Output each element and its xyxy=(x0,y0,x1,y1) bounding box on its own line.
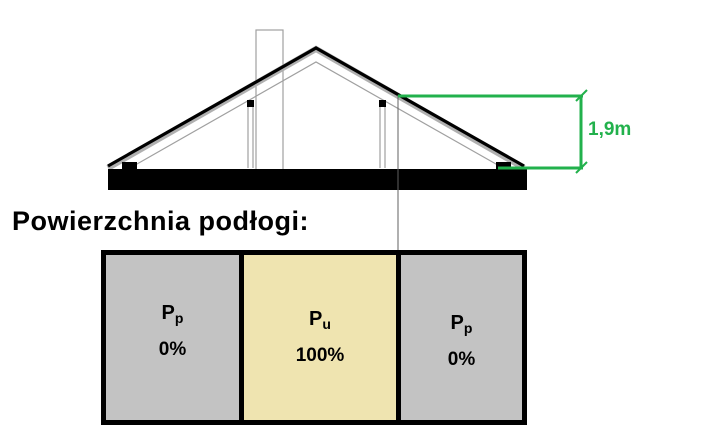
floor-section-right: Pp 0% xyxy=(401,255,522,420)
section-symbol: Pp xyxy=(161,302,184,326)
left-purlin xyxy=(247,100,254,107)
right-eave-block xyxy=(496,162,511,170)
section-symbol: Pp xyxy=(450,312,473,336)
chimney xyxy=(255,29,284,171)
section-percent: 100% xyxy=(295,345,345,366)
floor-area-diagram: Pp 0% Pu 100% Pp 0% xyxy=(101,250,527,425)
height-dimension xyxy=(398,89,588,174)
floor-slab xyxy=(108,169,527,190)
floor-section-left: Pp 0% xyxy=(106,255,239,420)
diagram-title: Powierzchnia podłogi: xyxy=(12,206,310,236)
section-percent: 0% xyxy=(158,339,187,360)
section-percent: 0% xyxy=(447,349,476,370)
height-dimension-label: 1,9m xyxy=(588,119,632,140)
left-eave-block xyxy=(122,162,137,170)
floor-section-center: Pu 100% xyxy=(239,255,401,420)
roof-outer-edge xyxy=(106,45,526,171)
roof-line xyxy=(107,46,525,168)
right-purlin xyxy=(379,100,386,107)
section-symbol: Pu xyxy=(309,308,331,332)
inner-roof-line xyxy=(129,61,504,169)
